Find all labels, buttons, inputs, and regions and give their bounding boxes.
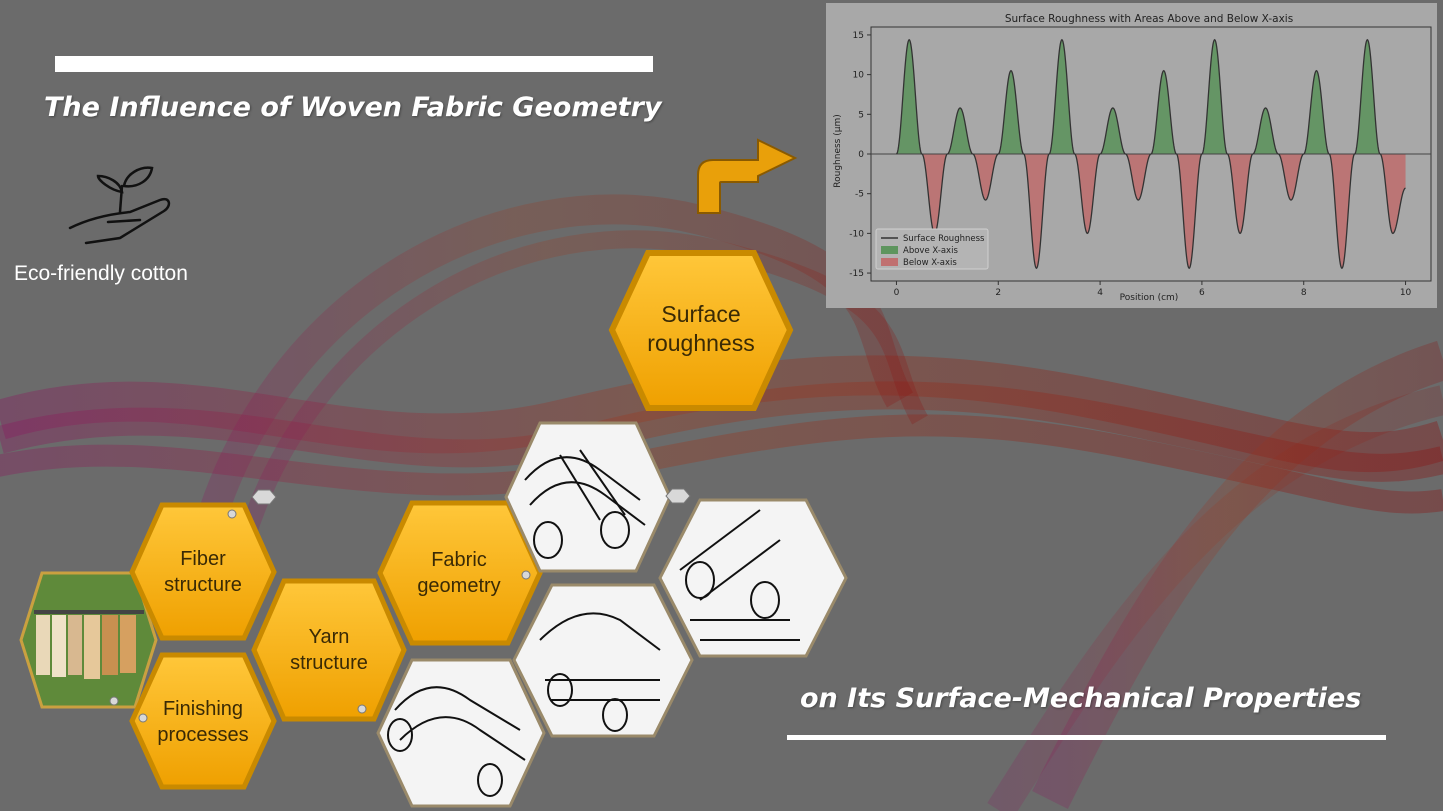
roughness-chart: Surface Roughness with Areas Above and B… <box>826 3 1437 308</box>
hex-text-fiber: Fiber structure <box>164 548 242 596</box>
hex-surface-roughness <box>608 250 794 411</box>
y-tick-label: 15 <box>853 31 864 41</box>
chart-ticks: 0 2 4 6 8 10 15 10 5 0 -5 -10 -15 <box>849 31 1411 298</box>
top-rule <box>55 56 653 72</box>
x-tick-label: 2 <box>995 288 1001 298</box>
chart-canvas: Surface Roughness with Areas Above and B… <box>833 13 1432 303</box>
woven-illustration-hexagon-2 <box>658 498 848 658</box>
chart-title: Surface Roughness with Areas Above and B… <box>1005 13 1293 25</box>
y-tick-label: 0 <box>858 150 864 160</box>
woven-illustration-hexagon-3 <box>512 583 694 738</box>
legend-area-swatch <box>881 258 898 266</box>
legend-label: Below X-axis <box>903 258 957 268</box>
y-tick-label: -5 <box>855 190 864 200</box>
hand-plant-icon <box>68 166 171 245</box>
ribbon-wave <box>0 194 1443 811</box>
x-tick-label: 10 <box>1400 288 1412 298</box>
y-tick-label: 10 <box>853 71 865 81</box>
hex-yarn-structure <box>251 578 407 722</box>
legend-label: Surface Roughness <box>903 234 985 244</box>
y-tick-label: 5 <box>858 110 864 120</box>
x-tick-label: 8 <box>1301 288 1307 298</box>
x-tick-label: 4 <box>1097 288 1103 298</box>
hex-label-fiber: Fiber structure <box>128 546 278 598</box>
hex-label-fabric: Fabric geometry <box>384 547 534 599</box>
hex-finishing-processes <box>129 652 277 790</box>
x-tick-label: 6 <box>1199 288 1205 298</box>
y-tick-label: -15 <box>849 269 864 279</box>
woven-illustration-hexagon-1 <box>504 421 672 573</box>
y-tick-label: -10 <box>849 229 864 239</box>
legend-label: Above X-axis <box>903 246 958 256</box>
chart-y-axis-label: Roughness (µm) <box>833 114 843 187</box>
legend-area-swatch <box>881 246 898 254</box>
hex-text-yarn: Yarn structure <box>290 626 368 674</box>
hex-fiber-structure <box>129 502 277 641</box>
hex-label-yarn: Yarn structure <box>254 624 404 676</box>
chart-x-axis-label: Position (cm) <box>1120 293 1179 303</box>
x-tick-label: 0 <box>894 288 900 298</box>
bottom-rule <box>787 735 1386 740</box>
woven-illustration-hexagon-4 <box>376 658 546 808</box>
hex-label-finishing: Finishing processes <box>128 696 278 748</box>
presentation-title: The Influence of Woven Fabric Geometry <box>44 92 662 123</box>
hex-text-fabric: Fabric geometry <box>417 549 501 597</box>
arrow-icon <box>697 138 798 214</box>
eco-friendly-label: Eco-friendly cotton <box>14 262 188 285</box>
bolt-decorations <box>109 488 691 723</box>
surface-roughness-line <box>896 38 1406 270</box>
hex-text-finishing: Finishing processes <box>157 698 249 746</box>
presentation-subtitle: on Its Surface-Mechanical Properties <box>800 683 1362 714</box>
hex-text-surface: Surface roughness <box>647 301 755 356</box>
hex-label-surface: Surface roughness <box>626 300 776 358</box>
legend-box <box>875 228 989 270</box>
